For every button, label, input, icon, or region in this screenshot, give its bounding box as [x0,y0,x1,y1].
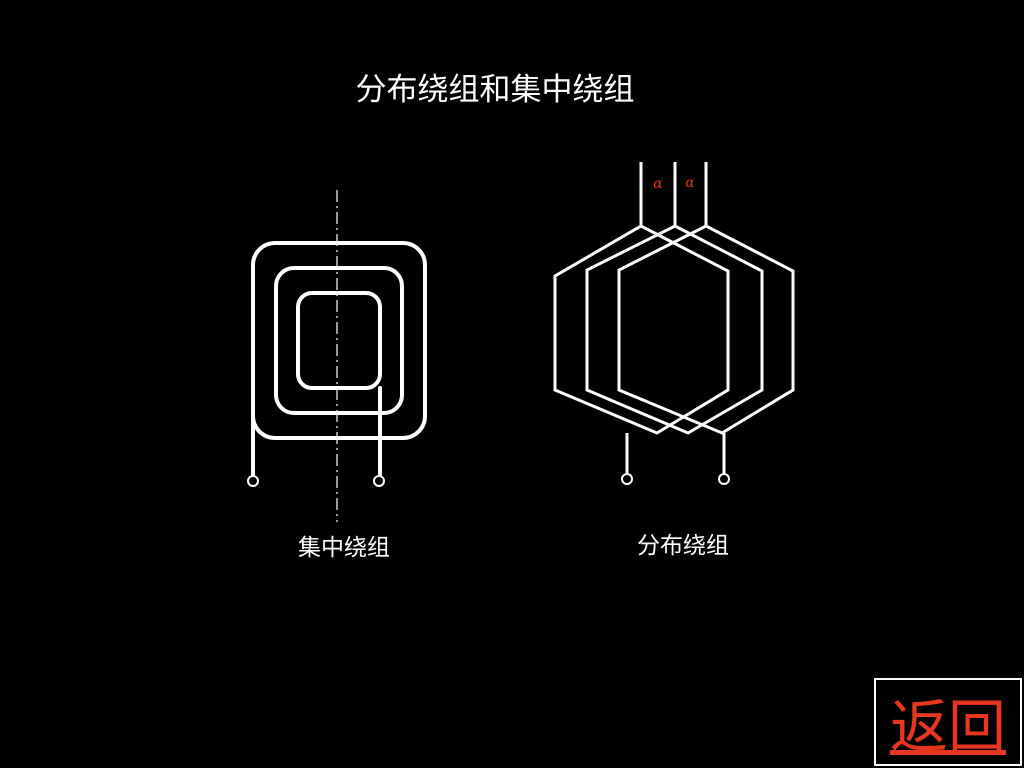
caption-concentrated-winding: 集中绕组 [298,535,390,561]
slot-angle-label: α [653,176,663,192]
coil-hexagon-1 [553,224,730,435]
coil-hexagon-2 [585,224,764,435]
coil-turn-inner [296,291,382,390]
concentrated-winding [251,241,427,478]
terminal-right [718,473,730,485]
terminal-left [621,473,633,485]
distributed-winding [553,162,795,474]
caption-distributed-winding: 分布绕组 [637,533,729,559]
slot-angle-label: α [685,175,695,191]
coil-hexagon-3 [617,224,795,435]
terminal-left [247,475,259,487]
coil-turn-middle [274,266,404,415]
coil-turn-outer [251,241,427,440]
slide-title: 分布绕组和集中绕组 [355,72,635,108]
back-button[interactable]: 返回 [874,678,1022,766]
terminal-right [373,475,385,487]
